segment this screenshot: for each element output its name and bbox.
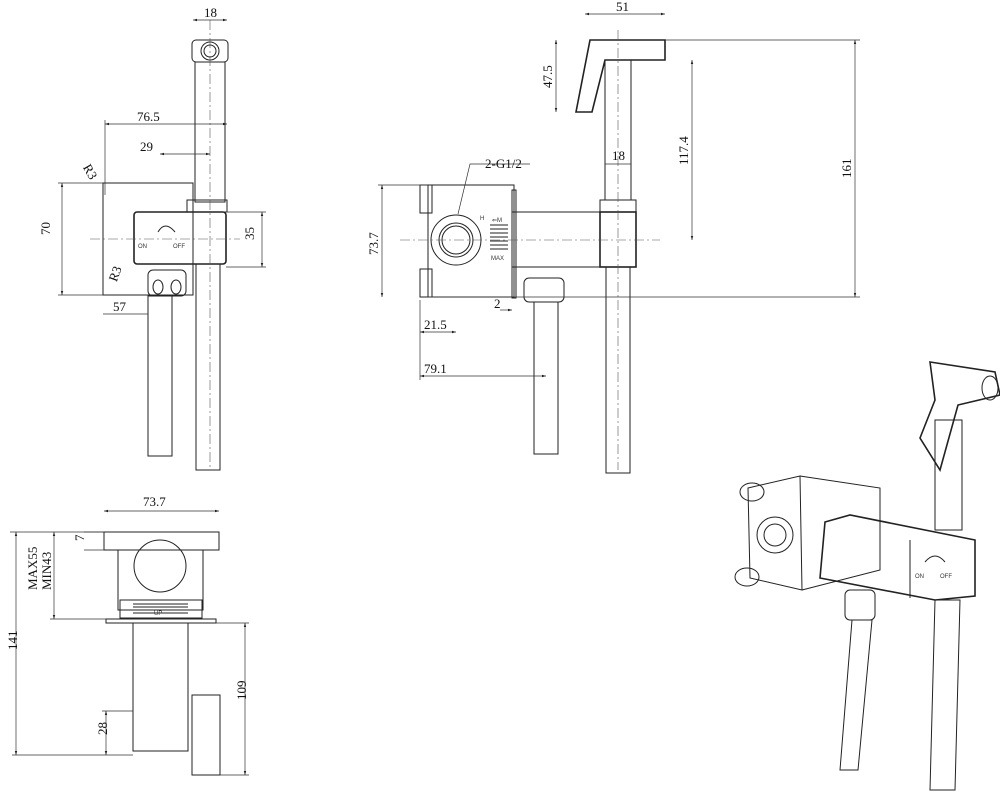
dim-bottom: 28 (95, 722, 110, 735)
radius-bottom: R3 (105, 264, 124, 283)
hose-left-side (533, 301, 559, 455)
dim-box-height: 73.7 (366, 232, 381, 255)
up-label: UP (154, 611, 162, 617)
iso-on-label: ON (915, 574, 924, 580)
top-view: UP 73.7 7 MAX55 MIN43 141 28 109 (5, 494, 249, 776)
dim-valve: 109 (234, 681, 249, 701)
mark-max: MAX (491, 256, 504, 262)
hose-left-iso (839, 619, 873, 771)
dim-max: MAX55 (25, 547, 40, 590)
dim-min: MIN43 (39, 552, 54, 590)
dim-total-length: 79.1 (424, 361, 447, 376)
dim-left: 57 (113, 299, 127, 314)
hose-right-iso (929, 599, 961, 791)
hose-right-side (605, 266, 631, 474)
dim-plate: 2 (494, 296, 501, 311)
off-label: OFF (173, 244, 185, 250)
spray-head-side (575, 39, 666, 113)
hose-left (147, 295, 173, 457)
dim-head-width: 18 (204, 5, 217, 20)
on-label: ON (138, 244, 147, 250)
thread-label: 2-G1/2 (485, 156, 522, 171)
dim-head-to-body: 117.4 (676, 136, 691, 165)
spray-head-iso (919, 361, 1000, 472)
mixer-body (133, 211, 227, 265)
iso-off-label: OFF (940, 574, 952, 580)
isometric-view: ON OFF (734, 361, 1000, 791)
dim-width: 73.7 (143, 494, 166, 509)
hose-right (195, 263, 221, 471)
dim-box-offset: 21.5 (424, 317, 447, 332)
front-view: ON OFF 18 76.5 29 R3 R3 70 35 57 (38, 5, 266, 471)
dim-total-height: 161 (839, 159, 854, 179)
dim-head-length: 51 (616, 0, 629, 14)
mark-h: H (480, 216, 484, 222)
side-view: H ⇐M MAX 51 47.5 117.4 18 161 2-G1/2 73.… (366, 0, 860, 474)
dim-handle-width: 18 (612, 148, 625, 163)
dim-total-depth: 76.5 (137, 109, 160, 124)
dim-head-height: 47.5 (540, 65, 555, 88)
mark-m: ⇐M (492, 218, 502, 224)
dim-flange: 7 (72, 534, 87, 541)
dim-total: 141 (5, 631, 20, 651)
dim-height: 70 (38, 222, 53, 235)
dim-offset: 29 (140, 139, 153, 154)
radius-top: R3 (80, 161, 101, 182)
dim-body-height: 35 (242, 227, 257, 240)
